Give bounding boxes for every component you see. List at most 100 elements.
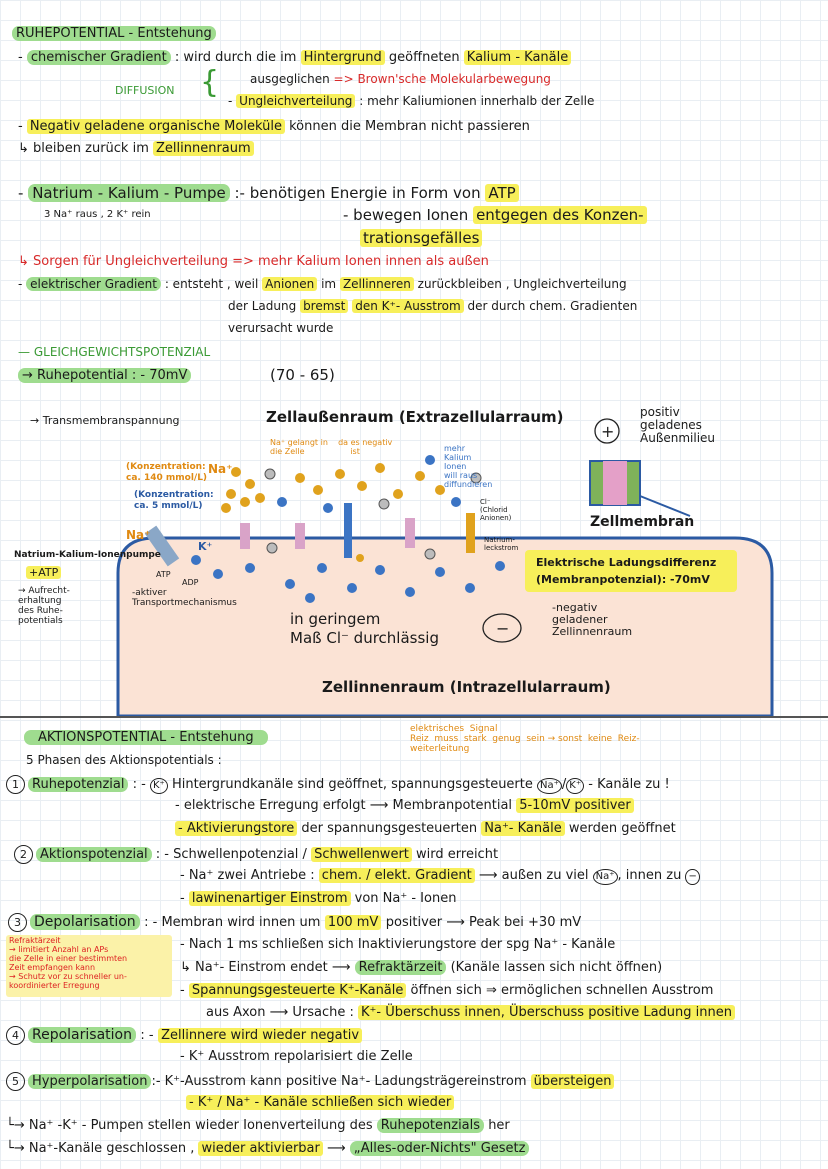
chem-text-b: Hintergrund (300, 50, 385, 65)
section-divider (0, 716, 828, 718)
p1-k2: K⁺ (566, 778, 585, 794)
plus-circle (594, 418, 620, 444)
aktiver-note: -aktiver Transportmechanismus (132, 588, 237, 608)
phase3-label: Depolarisation (30, 914, 140, 930)
title-text: RUHEPOTENTIAL - Entstehung (12, 26, 216, 41)
pump-b3: trationsgefälles (360, 229, 483, 247)
pump-shape (144, 525, 180, 567)
channel-4 (405, 518, 415, 548)
phase1-label: Ruhepotenzial (28, 777, 129, 792)
phase5-line2: - K⁺ / Na⁺ - Kanäle schließen sich wiede… (186, 1095, 455, 1110)
positiv-note: positiv geladenes Außenmilieu (640, 405, 716, 445)
diff1-b: => Brown'sche Molekularbewegung (333, 72, 551, 86)
konz-k: (Konzentration: ca. 5 mmol/L) (134, 490, 214, 511)
phase4-label: Repolarisation (28, 1027, 136, 1043)
chem-text-c: geöffneten (388, 50, 460, 65)
chem-text-d: Kalium - Kanäle (463, 50, 572, 65)
bleiben-a: bleiben zurück im (33, 141, 149, 156)
elek2-a: der Ladung (228, 299, 297, 313)
chem-label: chemischer Gradient (26, 50, 171, 65)
p3-c: positiver ⟶ Peak bei +30 mV (385, 915, 582, 930)
p2-l2-a: - Na⁺ zwei Antriebe : (180, 868, 315, 883)
line-chem-gradient: - chemischer Gradient : wird durch die i… (18, 50, 572, 65)
elek-b: Anionen (262, 277, 318, 291)
p4-a: : - (140, 1028, 154, 1043)
channel-5 (466, 513, 475, 553)
p3-l4-b: Spannungsgesteuerte K⁺-Kanäle (188, 983, 407, 998)
membrane-inset (589, 460, 691, 517)
elek2-d: der durch chem. Gradienten (467, 299, 638, 313)
phase1-line3: - Aktivierungstore der spannungsgesteuer… (175, 821, 676, 836)
plus-sign: + (601, 422, 614, 441)
p1-l3-d: werden geöffnet (568, 821, 676, 836)
geringem-note: in geringem Maß Cl⁻ durchlässig (290, 610, 439, 647)
ions-outside (221, 455, 482, 513)
sorgen-text: Sorgen für Ungleichverteilung => mehr Ka… (33, 254, 489, 269)
f2-d: „Alles-oder-Nichts" Gesetz (349, 1141, 530, 1156)
atp-text: +ATP (26, 566, 62, 579)
p2-b: Schwellenwert (311, 847, 412, 862)
natrium-leck: Natrium- leckstrom (484, 536, 519, 552)
phase5-num: 5 (6, 1072, 25, 1091)
minus-sign: − (496, 619, 509, 638)
refrakt-note: Refraktärzeit → limitiert Anzahl an APs … (9, 936, 128, 990)
elek-label: elektrischer Gradient (26, 277, 161, 291)
elek-c: im (321, 277, 337, 291)
channel-1 (240, 523, 250, 549)
aufrecht-note: → Aufrecht- erhaltung des Ruhe- potentia… (18, 586, 70, 626)
diffusion-label: DIFFUSION (115, 84, 175, 97)
pump-b1: - bewegen Ionen (343, 206, 469, 224)
p4-b: Zellinnere wird wieder negativ (158, 1028, 363, 1043)
p2-l2-b: chem. / elekt. Gradient (318, 868, 475, 883)
line-gleich: — GLEICHGEWICHTSPOTENZIAL (18, 345, 211, 359)
phase4-line2: - K⁺ Ausstrom repolarisiert die Zelle (180, 1049, 413, 1064)
na-label: Na⁺ (208, 462, 233, 476)
p5-a: :- K⁺-Ausstrom kann positive Na⁺- Ladung… (151, 1074, 527, 1089)
line-elek2: der Ladung bremst den K⁺- Ausstrom der d… (228, 299, 637, 313)
phase1-line2: - elektrische Erregung erfolgt ⟶ Membran… (175, 798, 634, 813)
p3-l3-b: Refraktärzeit (354, 960, 447, 975)
p2-a: : - Schwellenpotenzial / (155, 847, 307, 862)
phase3-line5: aus Axon ⟶ Ursache : K⁺- Überschuss inne… (206, 1005, 735, 1020)
zellmembran-label: Zellmembran (590, 514, 695, 530)
elek-d: Zellinneren (339, 277, 414, 291)
phase3-num: 3 (8, 913, 27, 932)
phase1-num: 1 (6, 775, 25, 794)
line-bleiben: ↳ bleiben zurück im Zellinnenraum (18, 141, 254, 156)
p1-a: : - (132, 777, 146, 792)
p2-c: wird erreicht (416, 847, 499, 862)
footer-line1: └→ Na⁺ -K⁺ - Pumpen stellen wieder Ionen… (6, 1118, 510, 1133)
p2-l3-c: von Na⁺ - Ionen (354, 891, 457, 906)
phase3-line4: - Spannungsgesteuerte K⁺-Kanäle öffnen s… (180, 983, 713, 998)
p3-l5-a: aus Axon ⟶ Ursache : (206, 1005, 354, 1020)
cl-label: Cl⁻ (Chlorid Anionen) (480, 498, 512, 522)
p3-a: : - Membran wird innen um (144, 915, 321, 930)
channel-3 (344, 503, 352, 558)
signal-note: elektrisches Signal Reiz muss stark genu… (410, 724, 640, 754)
f2-a: └→ Na⁺-Kanäle geschlossen , (6, 1141, 195, 1156)
phase4-num: 4 (6, 1026, 25, 1045)
p1-k: K⁺ (149, 778, 168, 794)
diagram-membrane: + − → Transmembranspannung Zellaußenraum… (0, 398, 828, 718)
p3-l3-a: ↳ Na⁺- Einstrom endet ⟶ (180, 960, 351, 975)
chem-text-a: : wird durch die im (174, 50, 297, 65)
gleich-text: GLEICHGEWICHTSPOTENZIAL (33, 345, 211, 359)
elek2-c: den K⁺- Ausstrom (352, 299, 464, 313)
diff2-b: : mehr Kaliumionen innerhalb der Zelle (359, 94, 595, 108)
line-elek: - elektrischer Gradient : entsteht , wei… (18, 277, 627, 291)
diff2-a: Ungleichverteilung (236, 94, 356, 108)
p1-l3-c: Na⁺- Kanäle (481, 821, 565, 836)
minus-circle-icon: − (685, 869, 700, 885)
phase2-label: Aktionspotenzial (36, 847, 152, 862)
intrazellular-label: Zellinnenraum (Intrazellularraum) (322, 678, 611, 696)
p3-l4-c: öffnen sich ⇒ ermöglichen schnellen Auss… (410, 983, 714, 998)
line-pump: - Natrium - Kalium - Pumpe :- benötigen … (18, 184, 519, 202)
line-negativ: - Negativ geladene organische Moleküle k… (18, 119, 530, 134)
pump-atp: ATP (485, 184, 519, 202)
f1-a: └→ Na⁺ -K⁺ - Pumpen stellen wieder Ionen… (6, 1118, 373, 1133)
na-note: Na⁺ gelangt in da es negativ die Zelle i… (270, 438, 393, 456)
pump-ions: 3 Na⁺ raus , 2 K⁺ rein (44, 209, 151, 220)
p2-l2-na: Na⁺ (592, 869, 618, 885)
